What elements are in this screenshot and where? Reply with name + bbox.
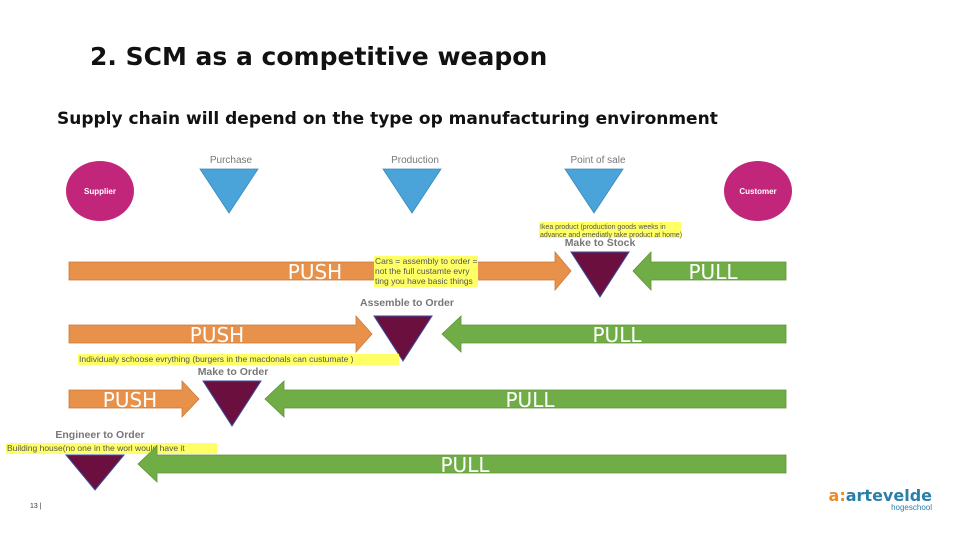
- artevelde-logo: a:artevelde hogeschool: [829, 486, 932, 512]
- cars-note-line2: not the full custamte evry: [375, 266, 470, 276]
- make-to-order-label: Make to Order: [198, 366, 269, 378]
- row2-pull-label: PULL: [593, 323, 643, 347]
- burgers-note-highlight: [78, 354, 399, 365]
- cars-note-highlight: [374, 256, 478, 287]
- logo-wordmark: a:artevelde: [829, 486, 932, 505]
- row3-decoupling-point: [202, 380, 262, 427]
- logo-prefix: a:: [828, 486, 846, 505]
- cars-note-line3: ting you have basic things: [375, 276, 473, 286]
- production-triangle: [382, 168, 442, 214]
- ikea-note-highlight: [539, 222, 681, 238]
- logo-name: artevelde: [845, 486, 932, 505]
- supplier-label: Supplier: [84, 187, 116, 196]
- row4-decoupling-point: [64, 454, 126, 491]
- row3-push-label: PUSH: [103, 388, 157, 412]
- row2-push-label: PUSH: [190, 323, 244, 347]
- stage-label-production: Production: [391, 155, 439, 166]
- slide-subtitle: Supply chain will depend on the type op …: [57, 109, 718, 129]
- row1-push-arrow: [68, 250, 572, 292]
- point-of-sale-triangle: [564, 168, 624, 214]
- burgers-note: Individualy schoose evrything (burgers i…: [79, 354, 354, 364]
- cars-note-line1: Cars = assembly to order =: [375, 256, 478, 266]
- engineer-to-order-label: Engineer to Order: [55, 429, 144, 441]
- house-note-highlight: [6, 443, 217, 454]
- row1-push-label: PUSH: [288, 260, 342, 284]
- house-note: Building house(no one in the worl would …: [7, 443, 185, 453]
- purchase-triangle: [199, 168, 259, 214]
- logo-subtitle: hogeschool: [891, 503, 932, 512]
- row1-decoupling-point: [570, 251, 630, 298]
- row3-push-arrow: [68, 379, 200, 419]
- assemble-to-order-label: Assemble to Order: [360, 297, 454, 309]
- supplier-circle: [66, 161, 134, 221]
- ikea-note-line2: advance and emediatly take product at ho…: [540, 232, 682, 239]
- row1-pull-label: PULL: [689, 260, 739, 284]
- row4-pull-label: PULL: [441, 453, 491, 477]
- customer-circle: [724, 161, 792, 221]
- row2-decoupling-point: [373, 315, 433, 362]
- slide-title: 2. SCM as a competitive weapon: [90, 42, 548, 71]
- row3-pull-arrow: [264, 380, 787, 418]
- row3-pull-label: PULL: [506, 388, 556, 412]
- row2-pull-arrow: [441, 315, 787, 353]
- customer-label: Customer: [739, 187, 776, 196]
- stage-label-point-of-sale: Point of sale: [570, 155, 625, 166]
- make-to-stock-label: Make to Stock: [565, 237, 636, 249]
- page-number: 13 |: [30, 503, 42, 510]
- row2-push-arrow: [68, 314, 373, 354]
- row1-pull-arrow: [632, 250, 787, 292]
- ikea-note-line1: Ikea product (production goods weeks in: [540, 224, 666, 231]
- stage-label-purchase: Purchase: [210, 155, 253, 166]
- row4-pull-arrow: [137, 445, 787, 483]
